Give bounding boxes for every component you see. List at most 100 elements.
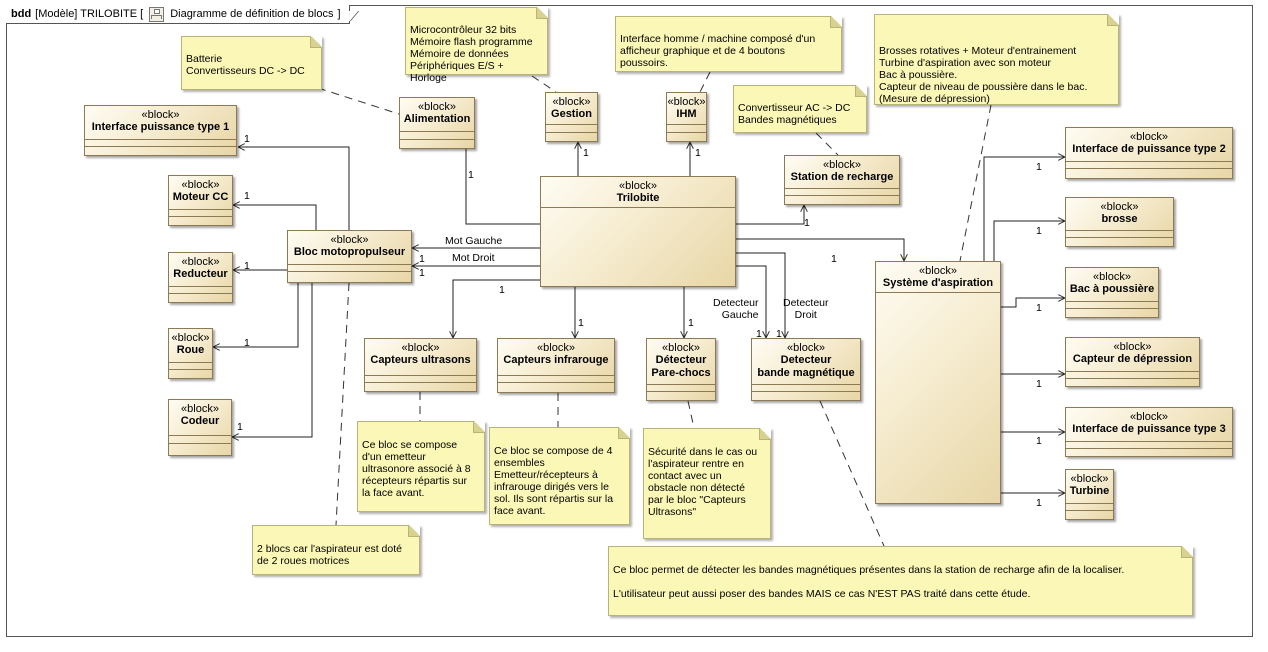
block-codeur[interactable]: «block» Codeur xyxy=(168,399,232,456)
label-mot-droit: Mot Droit xyxy=(452,252,495,264)
anchor-batterie xyxy=(317,87,400,115)
block-name: Détecteur Pare-chocs xyxy=(651,354,711,379)
block-moteur-cc[interactable]: «block» Moteur CC xyxy=(168,175,233,226)
block-name: IHM xyxy=(676,108,697,120)
multiplicity-label: 1 xyxy=(1036,378,1042,390)
block-name: Bloc motopropulseur xyxy=(293,246,406,258)
label-detecteur-droit: Detecteur Droit xyxy=(783,297,829,321)
block-name: Station de recharge xyxy=(790,171,894,183)
block-trilobite[interactable]: «block» Trilobite xyxy=(540,176,736,287)
block-name: brosse xyxy=(1101,213,1138,225)
multiplicity-label: 1 xyxy=(804,217,810,229)
link-asp-interface2 xyxy=(984,157,1065,261)
frame-kind: bdd xyxy=(11,8,32,20)
block-reducteur[interactable]: «block» Reducteur xyxy=(168,252,233,303)
note-parechocs: Sécurité dans le cas ou l'aspirateur ren… xyxy=(643,428,771,539)
block-interface-puissance-1[interactable]: «block» Interface puissance type 1 xyxy=(84,105,237,156)
anchor-ihm xyxy=(699,71,711,93)
block-name: Alimentation xyxy=(403,113,471,125)
block-brosse[interactable]: «block» brosse xyxy=(1065,197,1174,247)
block-systeme-aspiration[interactable]: «block» Système d'aspiration xyxy=(875,261,1001,504)
block-alimentation[interactable]: «block» Alimentation xyxy=(399,97,475,149)
multiplicity-label: 1 xyxy=(688,317,694,329)
block-name: Gestion xyxy=(551,108,592,120)
label-detecteur-gauche: Detecteur Gauche xyxy=(713,297,759,321)
block-name: Moteur CC xyxy=(172,191,229,203)
block-detecteur-parechocs[interactable]: «block» Détecteur Pare-chocs xyxy=(646,338,716,401)
diagram-frame xyxy=(6,5,1253,637)
multiplicity-label: 1 xyxy=(831,253,837,265)
block-roue[interactable]: «block» Roue xyxy=(168,328,213,379)
block-bloc-motopropulseur[interactable]: «block» Bloc motopropulseur xyxy=(287,230,412,283)
multiplicity-label: 1 xyxy=(244,337,250,349)
anchor-bande xyxy=(819,400,885,547)
block-name: Capteurs ultrasons xyxy=(370,354,471,366)
block-name: Detecteur bande magnétique xyxy=(757,354,855,379)
link-moto-moteurcc xyxy=(233,205,316,230)
block-station-recharge[interactable]: «block» Station de recharge xyxy=(784,155,900,205)
multiplicity-label: 1 xyxy=(419,267,425,279)
note-station: Convertisseur AC -> DC Bandes magnétique… xyxy=(733,85,867,133)
note-infrarouge: Ce bloc se compose de 4 ensembles Emette… xyxy=(489,427,630,525)
anchor-gestion xyxy=(531,75,557,93)
link-moto-codeur xyxy=(232,283,312,437)
multiplicity-label: 1 xyxy=(1036,497,1042,509)
block-diagram-icon xyxy=(149,6,165,22)
multiplicity-label: 1 xyxy=(244,260,250,272)
block-name: Capteur de dépression xyxy=(1072,353,1193,365)
block-name: Interface de puissance type 2 xyxy=(1072,143,1226,155)
link-tri-ultrasons xyxy=(453,280,540,338)
multiplicity-label: 1 xyxy=(1036,435,1042,447)
multiplicity-label: 1 xyxy=(578,317,584,329)
block-name: Système d'aspiration xyxy=(882,277,994,289)
multiplicity-label: 1 xyxy=(419,253,425,265)
block-ihm[interactable]: «block» IHM xyxy=(666,92,707,142)
multiplicity-label: 1 xyxy=(1036,302,1042,314)
multiplicity-label: 1 xyxy=(583,147,589,159)
anchor-roues xyxy=(335,282,350,526)
block-name: Interface puissance type 1 xyxy=(91,121,230,133)
multiplicity-label: 1 xyxy=(695,147,701,159)
block-interface-puissance-3[interactable]: «block» Interface de puissance type 3 xyxy=(1065,407,1233,457)
block-name: Bac à poussière xyxy=(1069,283,1155,295)
multiplicity-label: 1 xyxy=(1036,225,1042,237)
note-aspiration: Brosses rotatives + Moteur d'entrainemen… xyxy=(874,14,1119,105)
link-tri-detecteur-gauche xyxy=(736,266,766,338)
link-moto-interface1 xyxy=(238,147,349,230)
block-capteurs-ultrasons[interactable]: «block» Capteurs ultrasons xyxy=(364,338,477,392)
link-tri-detecteur-droit xyxy=(736,253,785,338)
note-ihm: Interface homme / machine composé d'un a… xyxy=(615,16,842,72)
anchor-parechocs xyxy=(687,400,695,429)
block-gestion[interactable]: «block» Gestion xyxy=(545,92,598,142)
multiplicity-label: 1 xyxy=(756,328,762,340)
multiplicity-label: 1 xyxy=(237,421,243,433)
note-bande-magnetique: Ce bloc permet de détecter les bandes ma… xyxy=(608,546,1193,616)
multiplicity-label: 1 xyxy=(244,190,250,202)
block-detecteur-bande-magnetique[interactable]: «block» Detecteur bande magnétique xyxy=(751,338,861,401)
anchor-station xyxy=(815,132,839,156)
block-bac-poussiere[interactable]: «block» Bac à poussière xyxy=(1065,267,1159,318)
multiplicity-label: 1 xyxy=(244,133,250,145)
block-name: Roue xyxy=(176,344,205,356)
block-name: Interface de puissance type 3 xyxy=(1072,423,1226,435)
block-name: Turbine xyxy=(1069,485,1110,497)
block-name: Trilobite xyxy=(616,192,660,204)
frame-close-bracket: ] xyxy=(337,8,341,20)
block-name: Reducteur xyxy=(173,268,228,280)
block-name: Codeur xyxy=(180,415,220,427)
link-asp-bac xyxy=(1001,298,1065,307)
frame-title: [Modèle] TRILOBITE [ xyxy=(35,8,144,20)
block-capteur-depression[interactable]: «block» Capteur de dépression xyxy=(1065,337,1200,387)
block-turbine[interactable]: «block» Turbine xyxy=(1065,469,1114,520)
link-tri-aspiration xyxy=(736,239,904,261)
link-tri-alim xyxy=(466,138,540,224)
frame-header: bdd [Modèle] TRILOBITE [ Diagramme de dé… xyxy=(6,5,350,24)
note-ultrasons: Ce bloc se compose d'un emetteur ultraso… xyxy=(357,421,485,512)
block-interface-puissance-2[interactable]: «block» Interface de puissance type 2 xyxy=(1065,127,1233,179)
link-asp-brosse xyxy=(994,221,1065,261)
multiplicity-label: 1 xyxy=(1036,161,1042,173)
note-roues: 2 blocs car l'aspirateur est doté de 2 r… xyxy=(252,525,420,575)
link-tri-station xyxy=(736,205,804,224)
block-capteurs-infrarouge[interactable]: «block» Capteurs infrarouge xyxy=(497,338,615,393)
